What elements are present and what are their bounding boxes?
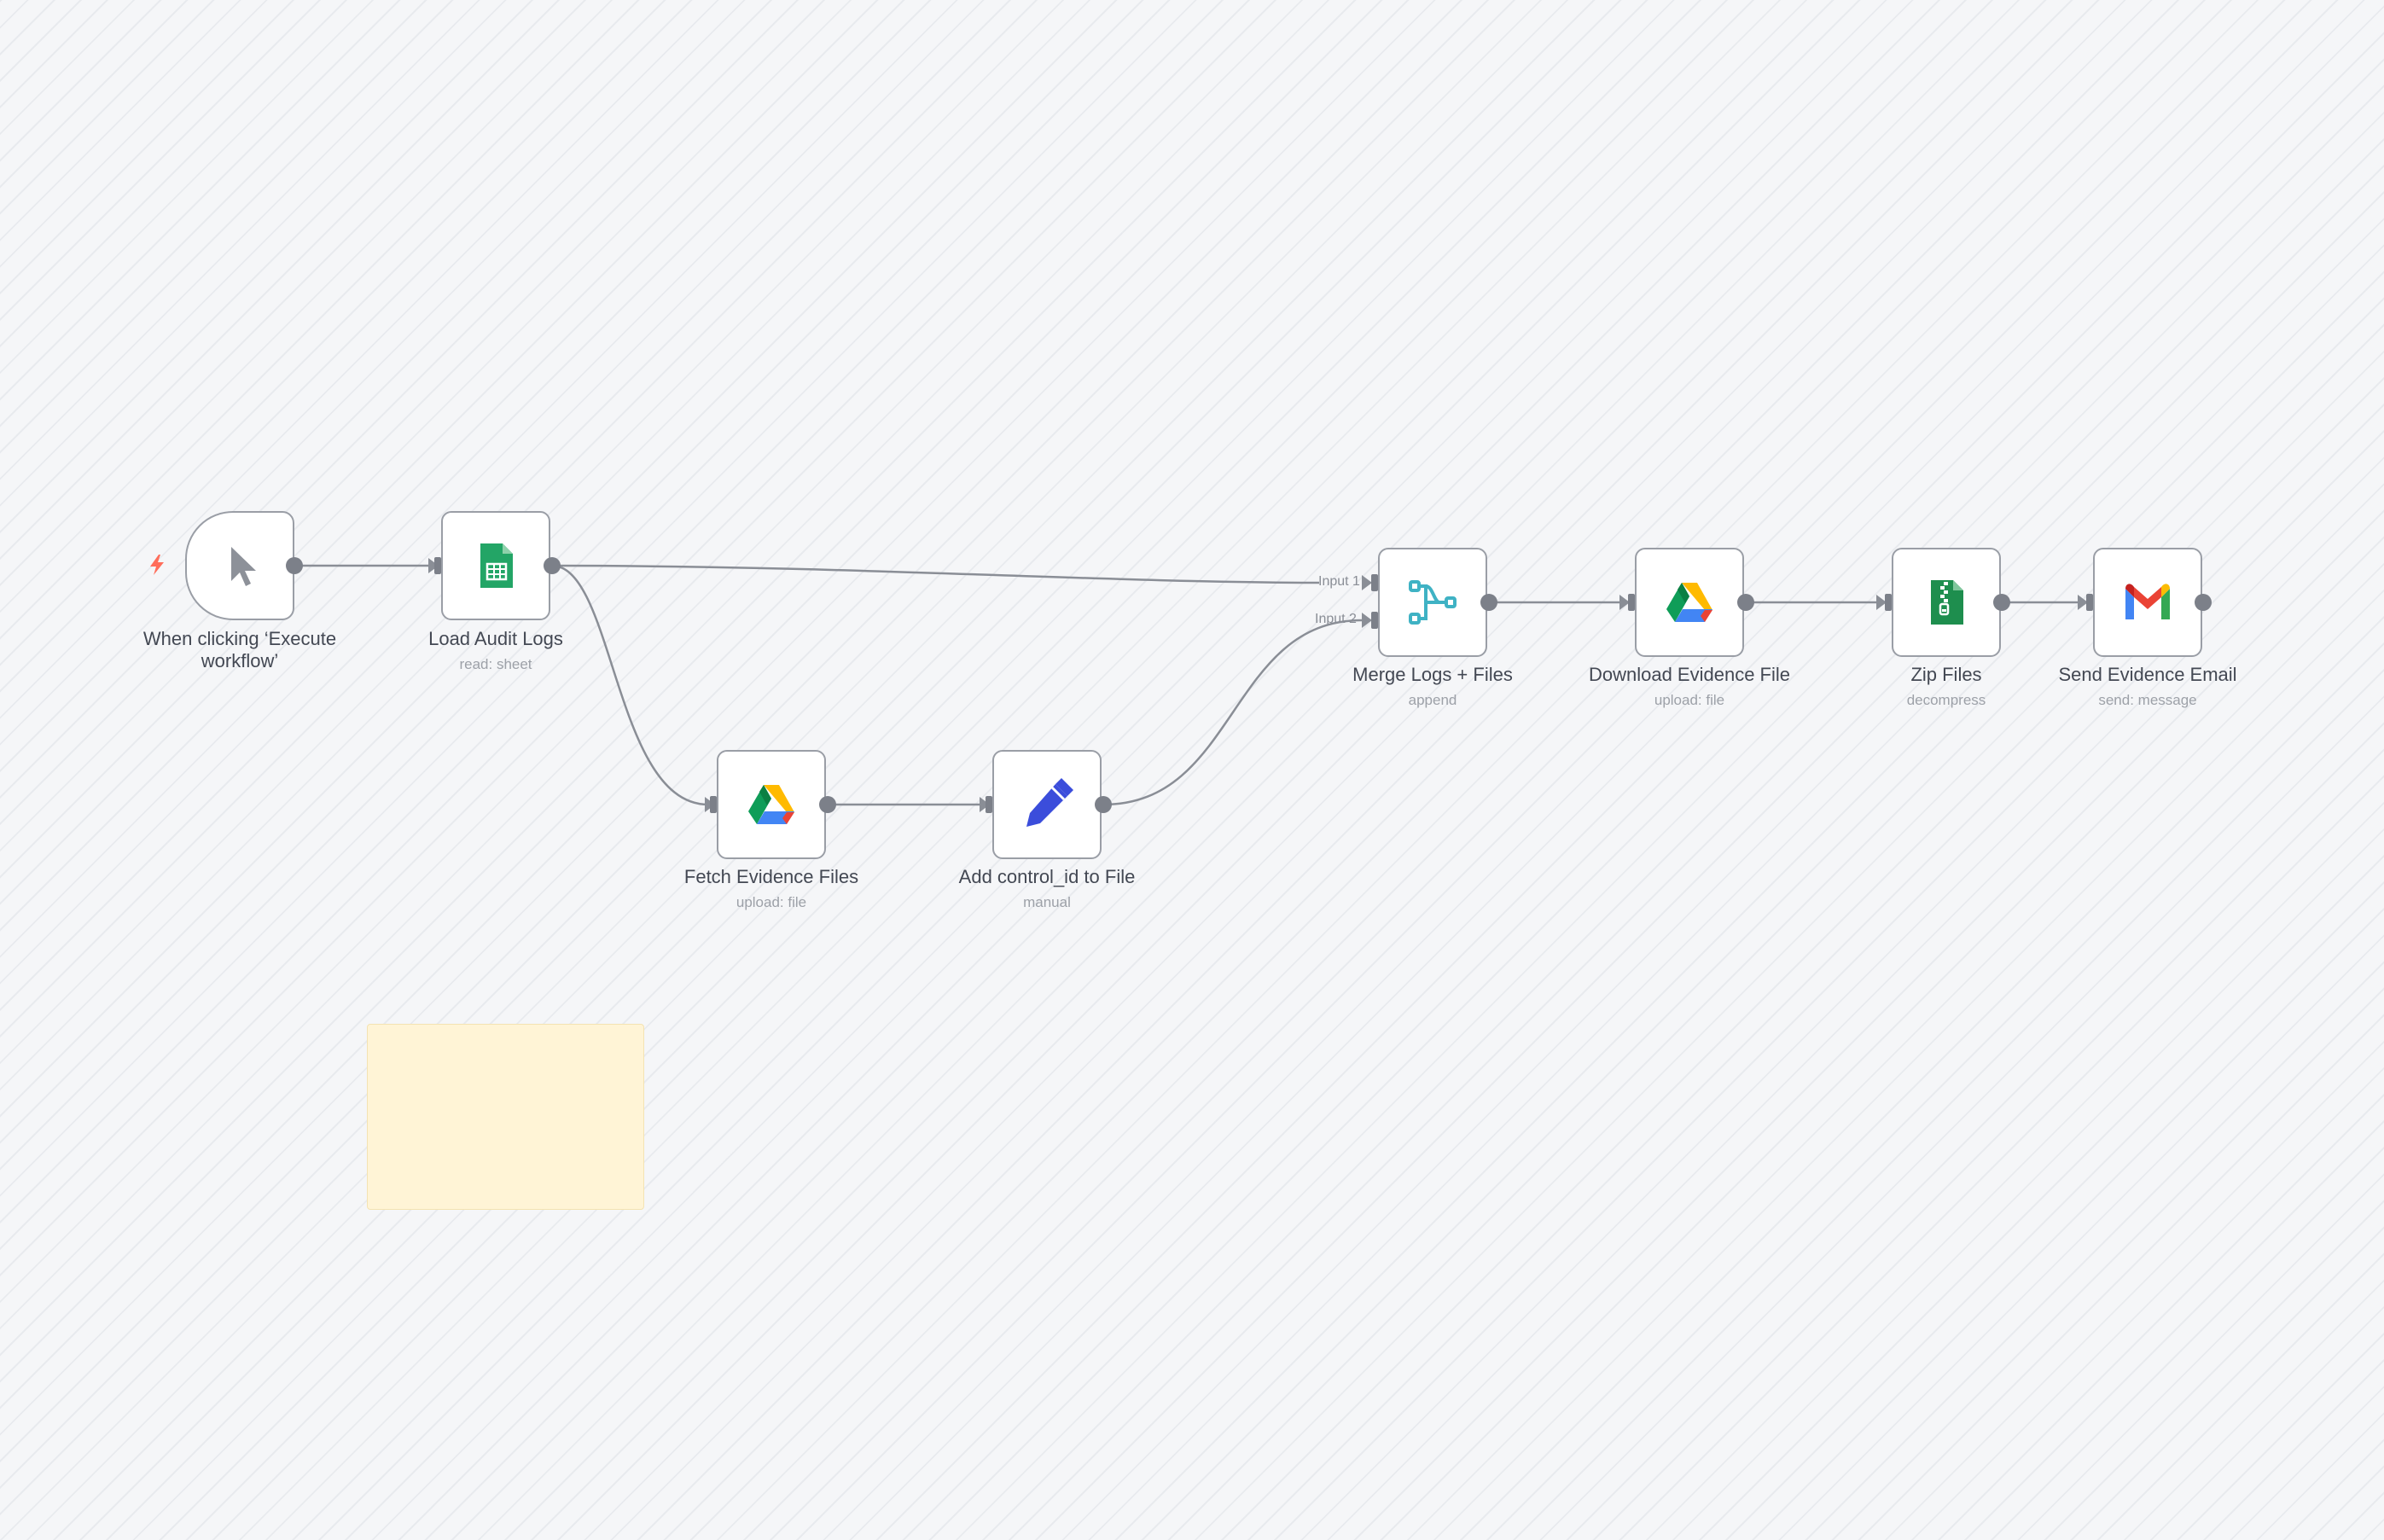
input-handle[interactable]: [1885, 594, 1892, 611]
output-handle[interactable]: [819, 796, 836, 813]
google-sheets-icon: [480, 543, 513, 588]
node-add-control-id[interactable]: [992, 750, 1102, 859]
node-merge-logs-files[interactable]: [1378, 548, 1487, 657]
merge-icon: [1409, 580, 1457, 625]
edge-load-audit-logs-to-merge: [551, 564, 1320, 584]
node-manual-trigger[interactable]: [185, 511, 294, 620]
node-label-merge-logs-files: Merge Logs + Files: [1352, 664, 1513, 685]
node-label-download-evidence-file: Download Evidence File: [1588, 664, 1791, 685]
node-label-load-audit-logs: Load Audit Logs: [428, 628, 563, 649]
arrowhead: [428, 558, 439, 573]
edge-load-audit-logs-to-fetch: [551, 564, 709, 806]
arrowhead: [1362, 613, 1372, 628]
input-handle-1[interactable]: [1371, 574, 1378, 591]
node-label-send-evidence-email: Send Evidence Email: [2058, 664, 2237, 685]
output-handle[interactable]: [1737, 594, 1754, 611]
arrowhead: [1362, 575, 1372, 590]
output-handle[interactable]: [2195, 594, 2212, 611]
input-label-1: Input 1: [1318, 574, 1360, 589]
node-label-fetch-evidence-files: Fetch Evidence Files: [683, 866, 859, 887]
input-handle[interactable]: [986, 796, 992, 813]
input-handle-2[interactable]: [1371, 612, 1378, 629]
node-zip-files[interactable]: [1892, 548, 2001, 657]
google-drive-icon: [1666, 583, 1712, 622]
input-handle[interactable]: [2086, 594, 2093, 611]
node-sublabel-merge-logs-files: append: [1408, 692, 1457, 708]
arrowhead: [2078, 595, 2088, 610]
output-handle[interactable]: [1095, 796, 1112, 813]
pencil-icon: [1026, 778, 1073, 827]
node-sublabel-zip-files: decompress: [1906, 692, 1986, 708]
node-sublabel-download-evidence-file: upload: file: [1654, 692, 1725, 708]
arrowhead: [1876, 595, 1887, 610]
node-label-add-control-id: Add control_id to File: [958, 866, 1136, 887]
google-drive-icon: [748, 785, 794, 824]
node-send-evidence-email[interactable]: [2093, 548, 2202, 657]
node-sublabel-add-control-id: manual: [1023, 894, 1071, 910]
node-label-trigger: When clicking ‘Execute workflow’: [142, 628, 337, 671]
output-handle[interactable]: [286, 557, 303, 574]
gmail-icon: [2125, 584, 2170, 619]
input-handle[interactable]: [434, 557, 441, 574]
output-handle[interactable]: [544, 557, 561, 574]
node-sublabel-fetch-evidence-files: upload: file: [736, 894, 807, 910]
input-label-2: Input 2: [1315, 612, 1357, 626]
input-handle[interactable]: [710, 796, 717, 813]
node-fetch-evidence-files[interactable]: [717, 750, 826, 859]
sticky-note[interactable]: [367, 1024, 644, 1210]
edge-add-control-id-to-merge: [1102, 619, 1363, 806]
arrowhead: [1619, 595, 1630, 610]
mouse-pointer-icon: [231, 547, 256, 586]
node-sublabel-load-audit-logs: read: sheet: [459, 656, 532, 672]
node-label-zip-files: Zip Files: [1910, 664, 1982, 685]
zip-file-icon: [1931, 580, 1963, 625]
node-load-audit-logs[interactable]: [441, 511, 550, 620]
node-sublabel-send-evidence-email: send: message: [2098, 692, 2197, 708]
trigger-bolt-icon: [150, 555, 164, 575]
input-handle[interactable]: [1628, 594, 1635, 611]
arrowhead: [980, 797, 990, 812]
node-download-evidence-file[interactable]: [1635, 548, 1744, 657]
output-handle[interactable]: [1480, 594, 1497, 611]
output-handle[interactable]: [1993, 594, 2010, 611]
